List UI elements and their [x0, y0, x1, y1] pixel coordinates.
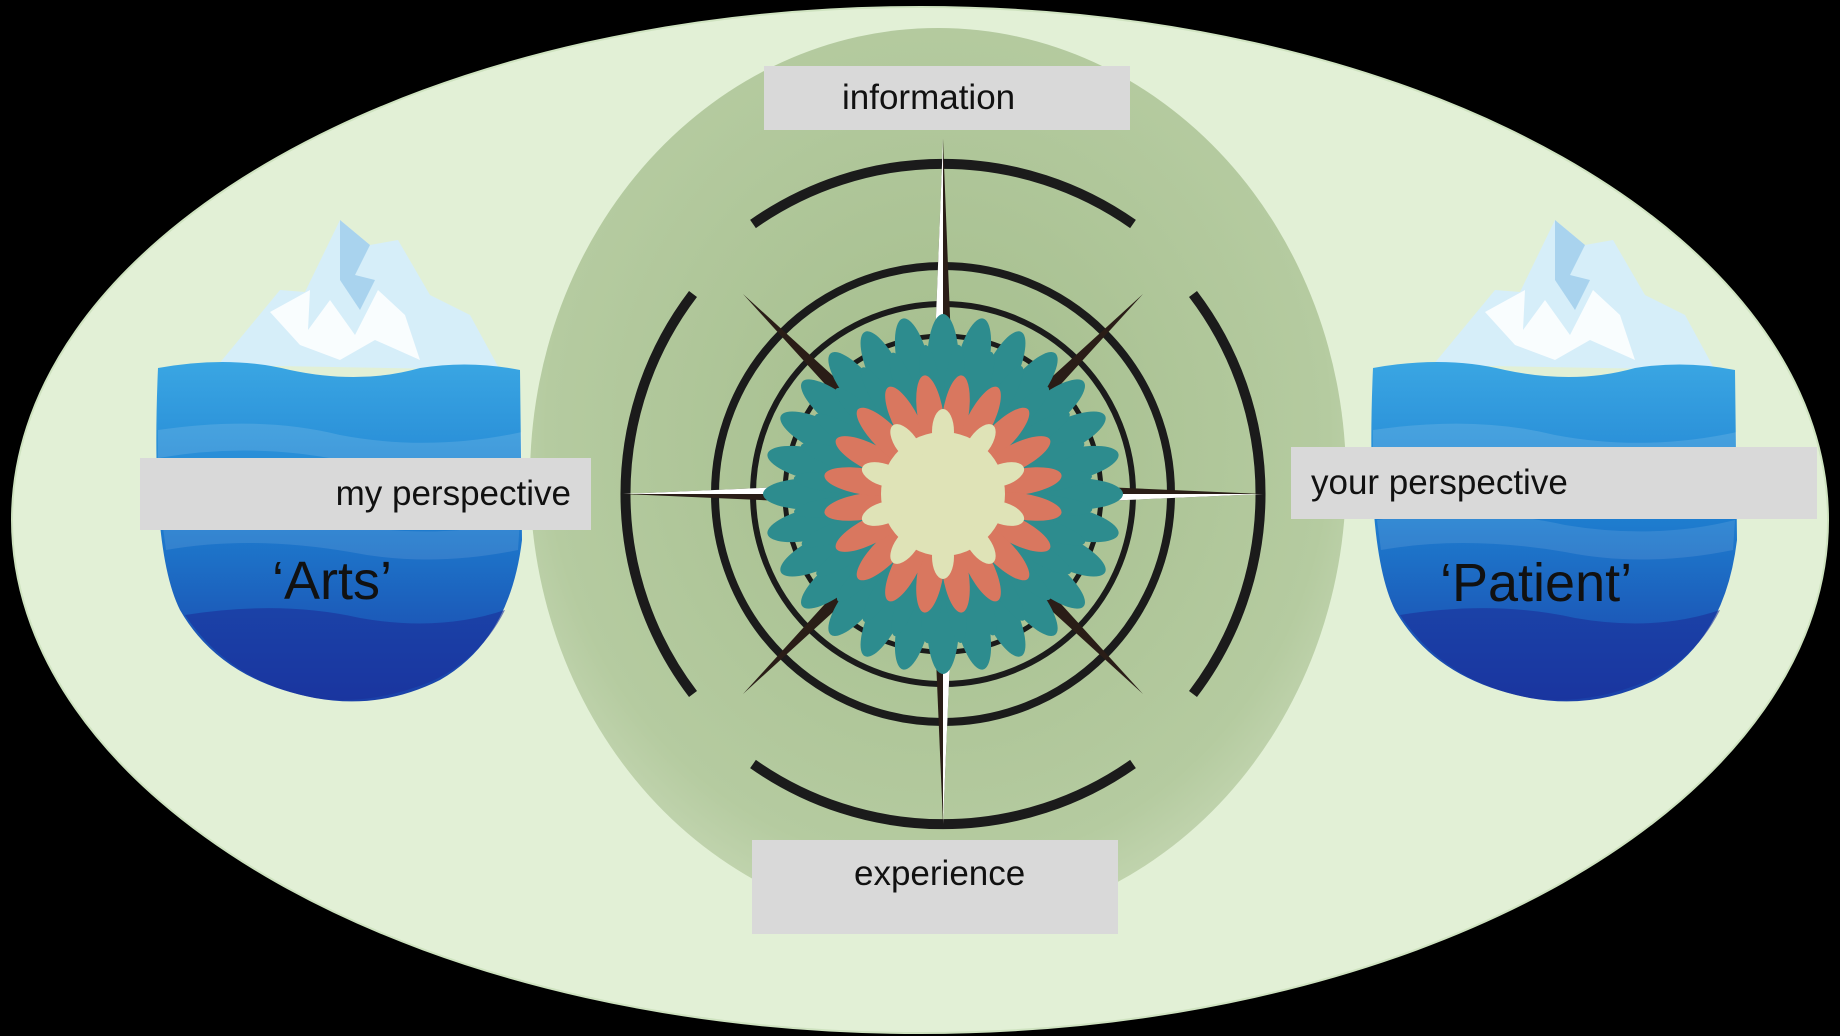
- figure-shape: [980, 462, 1025, 488]
- figure-shape: [861, 462, 906, 488]
- figure-shape: [861, 500, 906, 526]
- patient-label: ‘Patient’: [1440, 553, 1633, 613]
- figure-shape: [801, 379, 882, 447]
- label-my-perspective: my perspective: [140, 458, 591, 530]
- figure-shape: [890, 525, 923, 564]
- figure-shape: [890, 424, 923, 463]
- figure-shape: [1004, 379, 1085, 447]
- figure-shape: [932, 534, 954, 579]
- figure-shape: [1004, 541, 1085, 609]
- your-perspective-text: your perspective: [1311, 463, 1568, 502]
- my-perspective-text: my perspective: [335, 474, 571, 513]
- label-information: information: [764, 66, 1130, 130]
- figure-shape: [828, 555, 896, 636]
- figure-shape: [963, 525, 996, 564]
- label-experience: experience: [752, 840, 1118, 934]
- iceberg-icon: [156, 220, 522, 702]
- figure-shape: [801, 541, 882, 609]
- figure-shape: [932, 409, 954, 454]
- figure-shape: [990, 352, 1058, 433]
- figure-shape: [828, 352, 896, 433]
- figure-shape: [980, 500, 1025, 526]
- compass-icon: [620, 139, 1266, 830]
- label-your-perspective: your perspective: [1291, 447, 1817, 519]
- figures-core: [881, 432, 1005, 556]
- figure-shape: [990, 555, 1058, 636]
- iceberg-icon: [1371, 220, 1737, 702]
- arts-label: ‘Arts’: [272, 551, 392, 611]
- information-text: information: [842, 78, 1016, 117]
- figures-ring-icon: [763, 314, 1123, 674]
- figure-shape: [963, 424, 996, 463]
- experience-text: experience: [854, 854, 1026, 893]
